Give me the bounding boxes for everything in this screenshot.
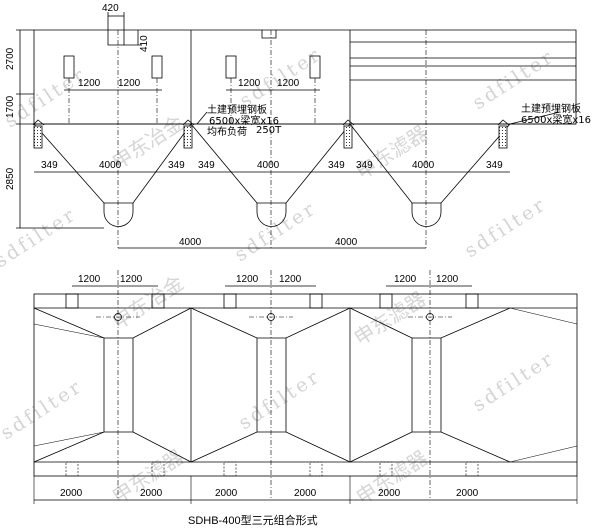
dim-1200: 1200 bbox=[78, 274, 101, 285]
embedded-plate-note: 土建预埋钢板 bbox=[521, 102, 581, 115]
plan-labels: 1200 1200 1200 1200 1200 1200 2000 2000 … bbox=[60, 274, 479, 527]
dim-4000: 4000 bbox=[257, 160, 280, 171]
dim-1200: 1200 bbox=[436, 274, 459, 285]
dim-1700: 1700 bbox=[5, 95, 16, 118]
dim-1200: 1200 bbox=[120, 274, 143, 285]
dim-4000: 4000 bbox=[99, 160, 122, 171]
watermark-text: sdfilter bbox=[461, 193, 551, 262]
dim-2000: 2000 bbox=[60, 488, 83, 499]
dim-1200: 1200 bbox=[394, 274, 417, 285]
plate-spec-note: 6500x梁宽x16 bbox=[209, 114, 279, 127]
dim-1200: 1200 bbox=[236, 274, 259, 285]
bearing-plate bbox=[497, 119, 510, 126]
embedded-plate-note: 土建预埋钢板 bbox=[207, 103, 267, 116]
dim-4000: 4000 bbox=[179, 237, 202, 248]
dim-2000: 2000 bbox=[378, 488, 401, 499]
watermark-text: sdfilter bbox=[0, 203, 81, 272]
support-pier bbox=[33, 125, 43, 149]
dim-1200: 1200 bbox=[238, 78, 261, 89]
bearing-plate bbox=[342, 119, 355, 126]
dim-2000: 2000 bbox=[215, 488, 238, 499]
dim-1200: 1200 bbox=[277, 78, 300, 89]
dim-2700: 2700 bbox=[5, 47, 16, 70]
watermark-cn: 申东滤器 bbox=[352, 120, 432, 184]
dim-349: 349 bbox=[486, 160, 503, 171]
dim-410: 410 bbox=[139, 35, 150, 52]
watermark-text: sdfilter bbox=[235, 365, 325, 434]
hopper bbox=[190, 123, 351, 204]
elevation-view bbox=[16, 12, 577, 249]
dim-349: 349 bbox=[328, 160, 345, 171]
outlet bbox=[411, 203, 442, 227]
bearing-plate bbox=[182, 119, 195, 126]
plan-hopper bbox=[33, 307, 192, 463]
watermark-cn: 申东滤器 bbox=[350, 286, 430, 350]
dim-1200: 1200 bbox=[118, 78, 141, 89]
plan-view bbox=[33, 270, 578, 504]
bearing-plate bbox=[32, 119, 45, 126]
watermark-text: sdfilter bbox=[0, 375, 87, 444]
hopper bbox=[349, 123, 511, 204]
top-notch bbox=[107, 30, 125, 46]
dim-2000: 2000 bbox=[140, 488, 163, 499]
plate-spec-note: 6500x梁宽x16 bbox=[521, 113, 591, 126]
watermark-text: sdfilter bbox=[231, 197, 321, 266]
dim-2000: 2000 bbox=[456, 488, 479, 499]
dim-4000: 4000 bbox=[335, 237, 358, 248]
plan-outline bbox=[33, 293, 578, 477]
dim-349: 349 bbox=[41, 160, 58, 171]
dim-2000: 2000 bbox=[294, 488, 317, 499]
support-pier bbox=[343, 125, 353, 149]
hopper bbox=[33, 123, 192, 204]
plan-hopper bbox=[190, 307, 351, 463]
dim-1200: 1200 bbox=[279, 274, 302, 285]
dim-4000: 4000 bbox=[412, 160, 435, 171]
dim-349: 349 bbox=[168, 160, 185, 171]
inlet-port bbox=[151, 55, 163, 79]
elevation-outline bbox=[33, 29, 577, 125]
watermark-text: sdfilter bbox=[469, 347, 559, 416]
top-notch bbox=[261, 30, 277, 39]
dim-349: 349 bbox=[198, 160, 215, 171]
support-pier bbox=[183, 125, 193, 149]
dim-349: 349 bbox=[356, 160, 373, 171]
dim-2850: 2850 bbox=[5, 167, 16, 190]
drawing-title: SDHB-400型三元组合形式 bbox=[188, 513, 318, 527]
plan-hopper bbox=[349, 307, 511, 463]
dim-420: 420 bbox=[102, 3, 119, 14]
elevation-labels: 420 410 2700 1700 2850 1200 1200 1200 12… bbox=[5, 3, 591, 248]
dim-1200: 1200 bbox=[78, 78, 101, 89]
support-pier bbox=[498, 125, 508, 149]
load-label: 均布负荷 bbox=[207, 125, 247, 138]
load-value: 250T bbox=[256, 125, 282, 136]
inlet-port bbox=[225, 55, 237, 79]
outlet bbox=[256, 203, 287, 227]
outlet bbox=[103, 203, 134, 227]
